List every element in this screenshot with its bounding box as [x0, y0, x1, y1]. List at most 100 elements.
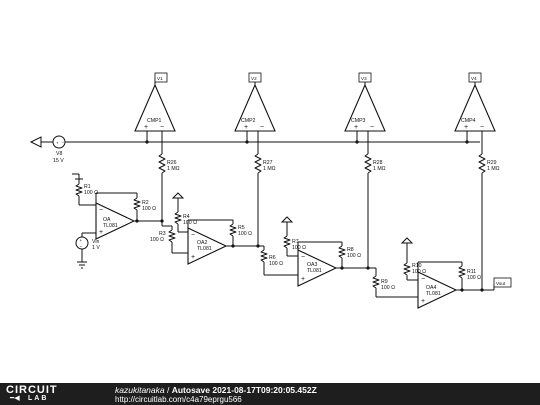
- schematic-canvas: + − V8 15 V CMP1 +− V1 CMP2 +− V2 CMP3 +…: [29, 72, 512, 309]
- r5-name: R5: [238, 225, 245, 231]
- v1-label: V1: [157, 76, 163, 81]
- svg-text:−: −: [160, 124, 164, 131]
- resistor-r9[interactable]: R9 100 Ω: [372, 275, 395, 297]
- ground-icon: [280, 216, 294, 232]
- r10-name: R10: [412, 263, 422, 269]
- logo-bottom-text: LAB: [28, 395, 49, 402]
- oa4-name: OA4: [426, 285, 436, 291]
- r6-value: 100 Ω: [269, 261, 283, 267]
- resistor-r5[interactable]: R5 100 Ω: [229, 220, 252, 246]
- resistor-r7[interactable]: R7 100 Ω: [283, 232, 306, 256]
- r4-name: R4: [183, 214, 190, 220]
- r11-name: R11: [467, 269, 476, 275]
- comparator-cmp1[interactable]: CMP1 + − V1: [134, 72, 176, 148]
- svg-text:−: −: [260, 124, 264, 131]
- svg-text:+: +: [421, 298, 425, 305]
- cmp4-label: CMP4: [461, 118, 476, 124]
- r26-value: 1 MΩ: [167, 166, 180, 172]
- svg-text:+: +: [301, 276, 305, 283]
- logo-top-text: CIRCUIT: [6, 384, 58, 396]
- svg-text:−: −: [191, 232, 195, 239]
- comparator-cmp2[interactable]: CMP2 +− V2: [234, 72, 276, 148]
- resistor-r2[interactable]: R2 100 Ω: [133, 193, 156, 220]
- v3-probe[interactable]: [358, 72, 372, 83]
- circuit-url-link[interactable]: http://circuitlab.com/c4a79eprgu566: [115, 395, 242, 404]
- svg-text:+: +: [191, 254, 195, 261]
- r9-value: 100 Ω: [381, 285, 395, 291]
- vout-probe[interactable]: Vout: [493, 277, 512, 288]
- ground-icon: [400, 237, 414, 260]
- oa2-part: TL081: [197, 246, 212, 252]
- svg-text:+: +: [80, 238, 83, 243]
- comparator-cmp3[interactable]: CMP3 +− V3: [344, 72, 386, 148]
- footer-title-line: kazukitanaka / Autosave 2021-08-17T09:20…: [115, 385, 317, 395]
- svg-text:+: +: [144, 124, 148, 131]
- resistor-r3[interactable]: R3 100 Ω: [150, 226, 176, 253]
- r8-value: 100 Ω: [347, 253, 361, 259]
- oa3-part: TL081: [307, 268, 322, 274]
- opamp-oa2[interactable]: − + OA2 TL081: [187, 227, 228, 265]
- r4-value: 100 Ω: [183, 220, 197, 226]
- r2-name: R2: [142, 200, 149, 206]
- resistor-r8[interactable]: R8 100 Ω: [338, 242, 361, 268]
- r27-name: R27: [263, 160, 273, 166]
- r11-value: 100 Ω: [467, 275, 481, 281]
- vin-name: Vin: [92, 239, 100, 245]
- svg-text:−: −: [370, 124, 374, 131]
- svg-text:+: +: [464, 124, 468, 131]
- resistor-r11[interactable]: R11 100 Ω: [458, 262, 481, 290]
- comparator-cmp4[interactable]: CMP4 + − V4: [454, 72, 496, 148]
- r28-name: R28: [373, 160, 383, 166]
- r2-value: 100 Ω: [142, 206, 156, 212]
- r1-value: 100 Ω: [84, 190, 98, 196]
- opamp-oa3[interactable]: − + OA3 TL081: [297, 249, 338, 287]
- r9-name: R9: [381, 279, 388, 285]
- r8-name: R8: [347, 247, 354, 253]
- cmp3-label: CMP3: [351, 118, 366, 124]
- cmp1-label: CMP1: [147, 118, 162, 124]
- svg-text:+: +: [244, 124, 248, 131]
- ground-icon: [72, 173, 83, 180]
- v1-probe[interactable]: [154, 72, 168, 83]
- lightning-bolt-icon: ━◀: [10, 395, 20, 402]
- ground-icon: [29, 136, 53, 148]
- circuit-title: Autosave 2021-08-17T09:20:05.452Z: [171, 385, 317, 395]
- vin-source[interactable]: + − Vin 1 V: [75, 233, 100, 262]
- r5-value: 100 Ω: [238, 231, 252, 237]
- resistor-r27[interactable]: R27 1 MΩ: [254, 148, 276, 246]
- opamp-oa4[interactable]: − + OA4 TL081: [417, 271, 458, 309]
- vout-label: Vout: [496, 281, 506, 286]
- resistor-r1[interactable]: R1 100 Ω: [75, 179, 98, 205]
- v4-probe[interactable]: [468, 72, 482, 83]
- resistor-r29[interactable]: R29 1 MΩ: [478, 148, 500, 285]
- svg-text:+: +: [99, 229, 103, 236]
- svg-text:−: −: [301, 254, 305, 261]
- v8-source[interactable]: + − V8 15 V: [52, 135, 66, 164]
- r29-value: 1 MΩ: [487, 166, 500, 172]
- resistor-r28[interactable]: R28 1 MΩ: [364, 148, 386, 268]
- v4-label: V4: [471, 76, 477, 81]
- oa-part: TL081: [103, 223, 118, 229]
- v2-probe[interactable]: [248, 72, 262, 83]
- r26-name: R26: [167, 160, 177, 166]
- v3-label: V3: [361, 76, 367, 81]
- author-name[interactable]: kazukitanaka: [115, 385, 165, 395]
- resistor-r4[interactable]: R4 100 Ω: [174, 206, 197, 232]
- r7-name: R7: [292, 239, 299, 245]
- svg-text:+: +: [56, 141, 59, 146]
- oa4-part: TL081: [426, 291, 441, 297]
- ground-icon: [77, 261, 87, 269]
- svg-text:−: −: [480, 124, 484, 131]
- opamp-oa[interactable]: − + OA TL081: [95, 202, 136, 240]
- svg-text:−: −: [80, 244, 83, 249]
- circuitlab-logo[interactable]: CIRCUIT ━◀ LAB: [6, 385, 86, 403]
- resistor-r26[interactable]: R26 1 MΩ: [158, 148, 180, 198]
- r29-name: R29: [487, 160, 497, 166]
- r7-value: 100 Ω: [292, 245, 306, 251]
- v2-label: V2: [251, 76, 257, 81]
- title-separator: /: [164, 385, 172, 395]
- oa3-name: OA3: [307, 262, 317, 268]
- svg-text:−: −: [421, 276, 425, 283]
- v8-value: 15 V: [53, 158, 64, 164]
- resistor-r6[interactable]: R6 100 Ω: [260, 249, 283, 275]
